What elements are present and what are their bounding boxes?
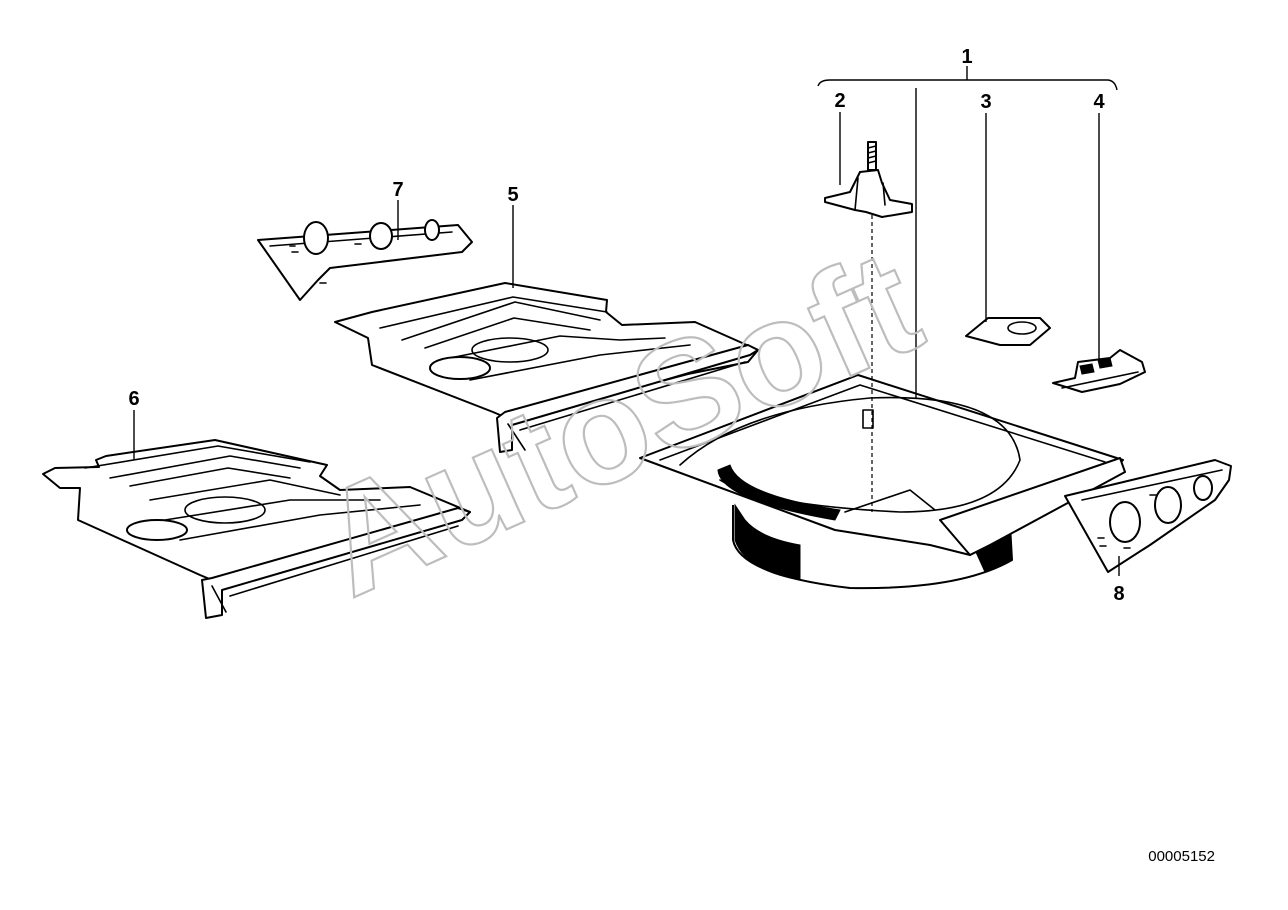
callout-3: 3 [980, 91, 991, 113]
callout-8: 8 [1113, 583, 1124, 605]
callout-6: 6 [128, 388, 139, 410]
side-panel-left [257, 219, 473, 301]
callout-2: 2 [834, 90, 845, 112]
callout-4: 4 [1093, 91, 1105, 113]
floor-panel-front [42, 439, 471, 619]
callout-7: 7 [392, 179, 403, 201]
mounting-plate [965, 317, 1051, 346]
callout-1: 1 [961, 46, 972, 68]
wheel-bracket [824, 141, 913, 218]
floor-panel-rear [334, 282, 759, 453]
spare-wheel-well [639, 374, 1126, 590]
callout-5: 5 [507, 184, 518, 206]
callout-labels: 1 2 3 4 5 6 7 8 [128, 46, 1124, 605]
side-panel-right [1064, 459, 1232, 573]
document-number: 00005152 [1148, 848, 1215, 865]
leader-lines [133, 66, 1120, 576]
retaining-clip [1052, 349, 1146, 393]
